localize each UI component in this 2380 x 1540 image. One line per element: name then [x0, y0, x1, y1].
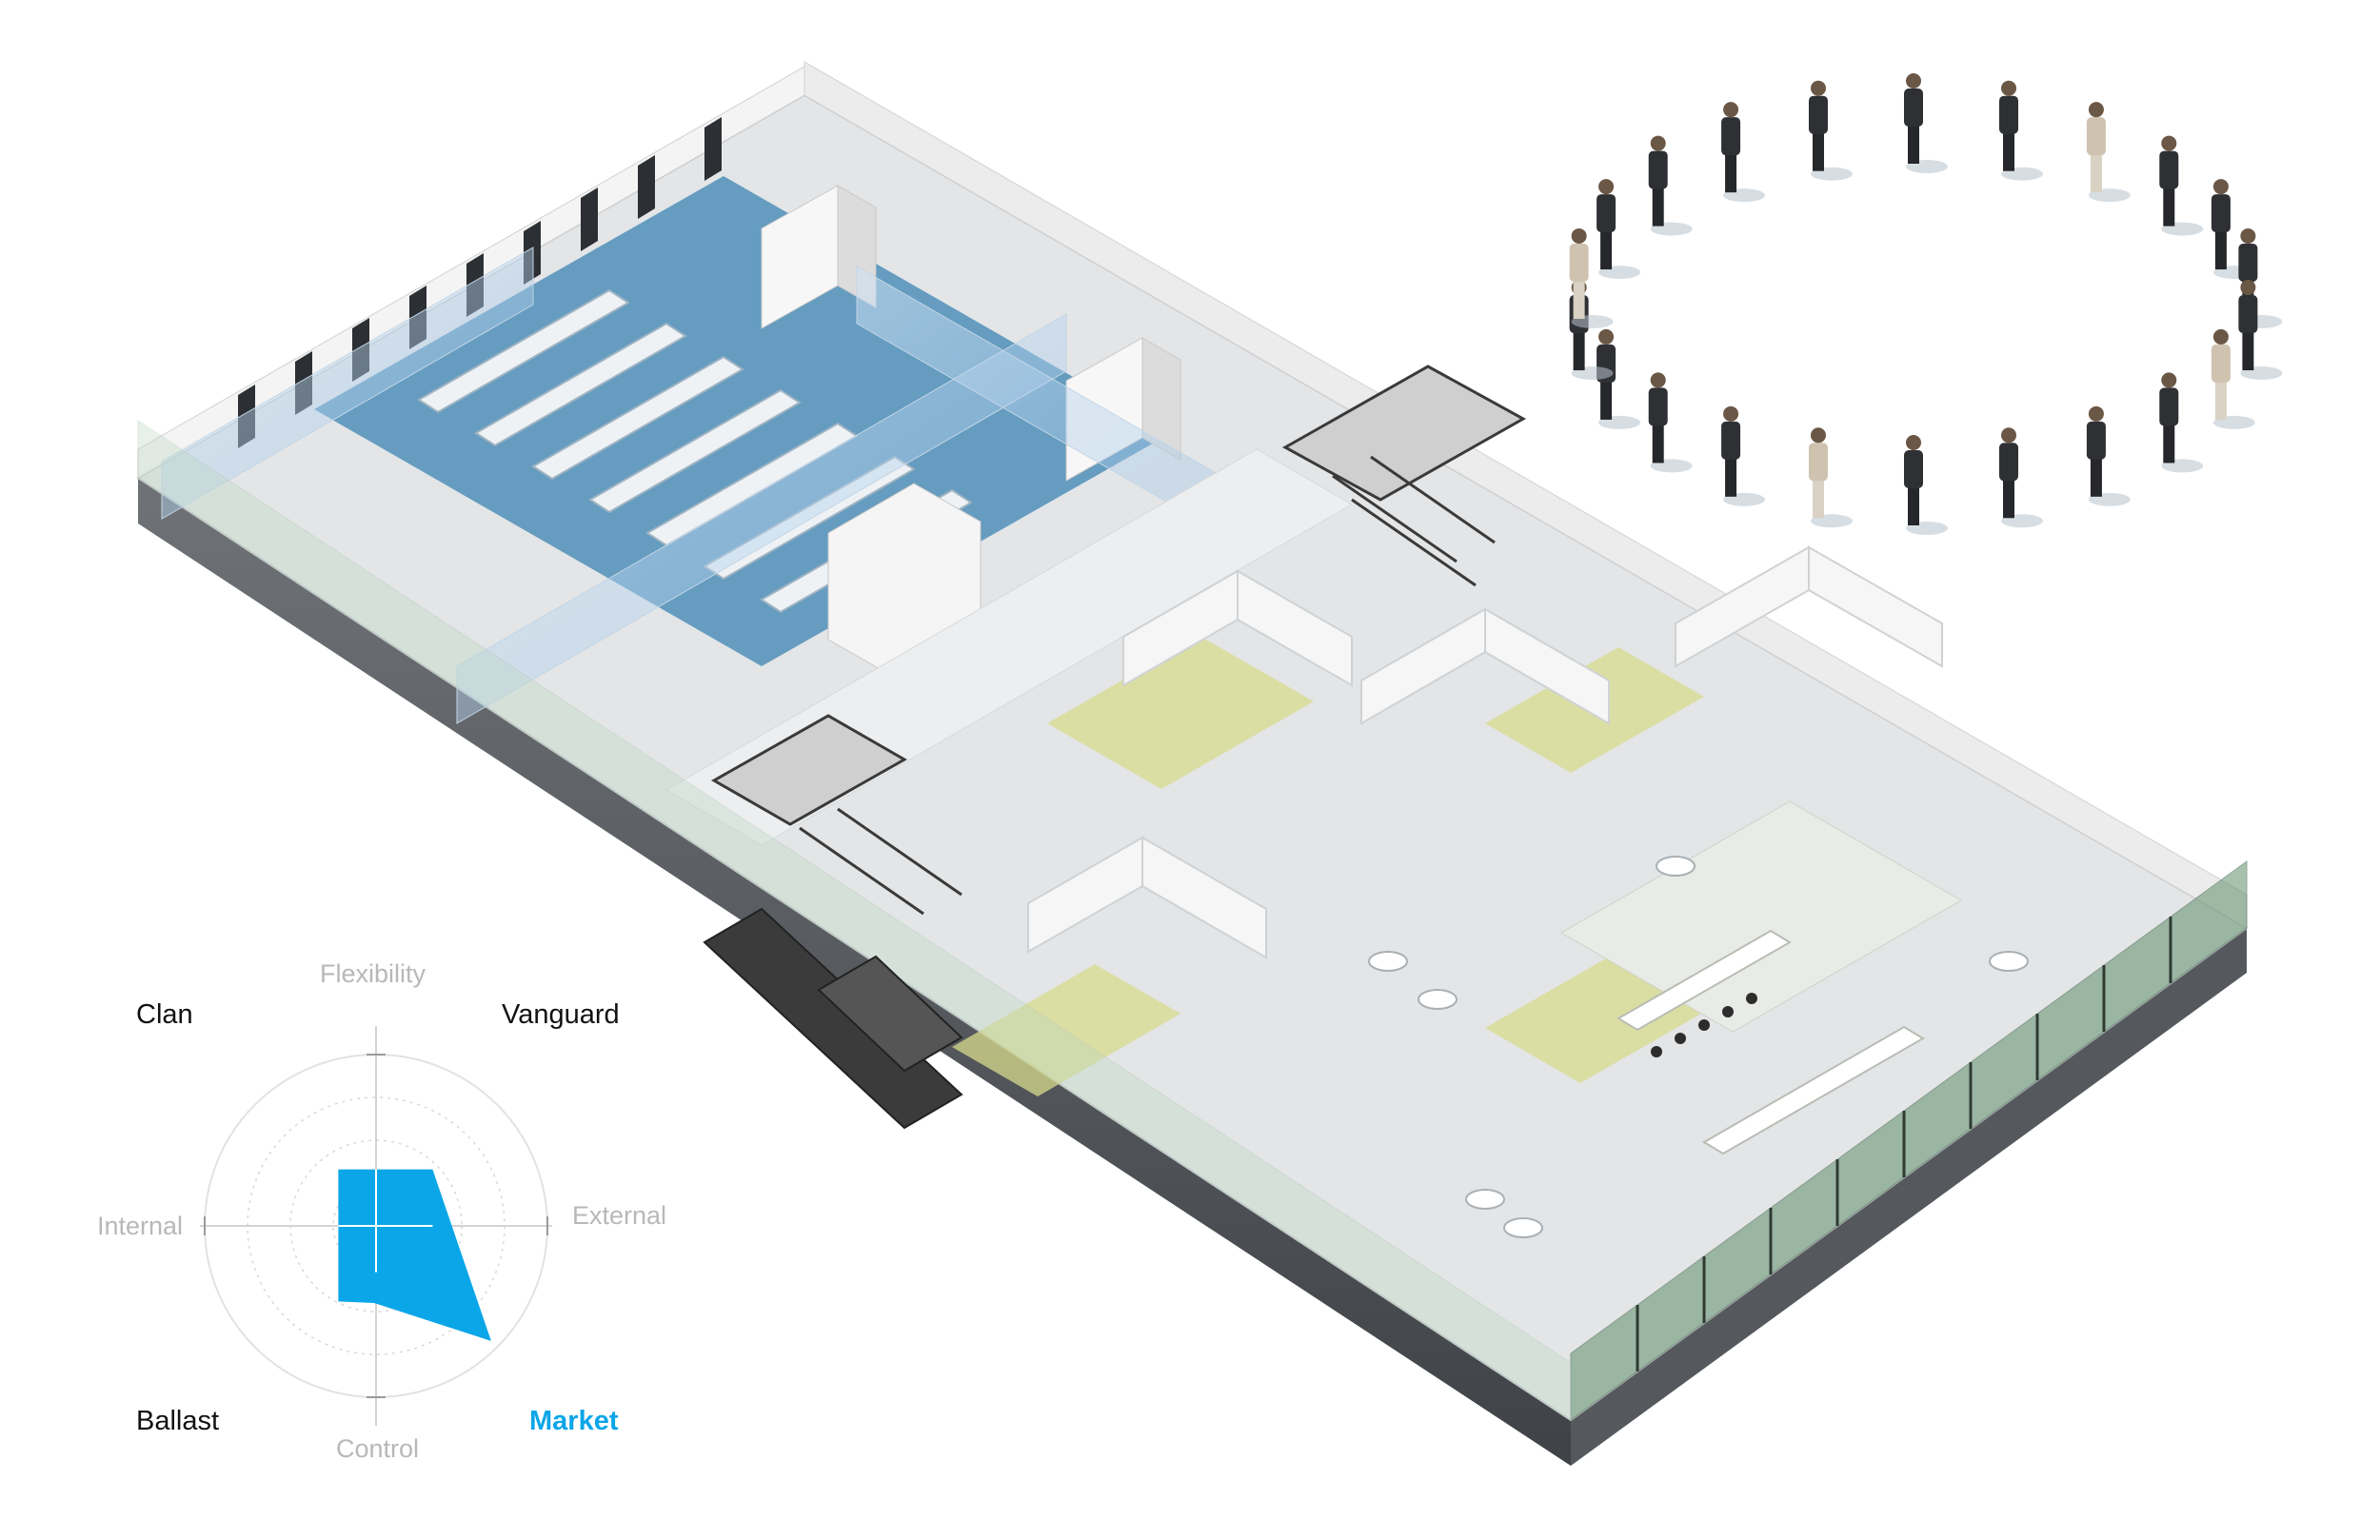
cafe-stools [1651, 993, 1757, 1057]
person-figure [2159, 135, 2204, 236]
axis-label-internal: Internal [97, 1212, 184, 1240]
glass-partition-1 [161, 247, 534, 520]
person-figure [1999, 427, 2044, 528]
person-figure [1569, 227, 1614, 328]
glass-partition-2 [456, 313, 1067, 724]
cafe-counter-2 [1702, 1025, 1925, 1155]
person-figure [2086, 405, 2131, 506]
person-figure [2238, 280, 2283, 381]
person-figure [1808, 427, 1853, 528]
person-figure [1904, 435, 1948, 535]
quadrant-label-ballast: Ballast [136, 1406, 220, 1436]
facade-mullions [1636, 917, 2172, 1372]
office-rooms [1027, 545, 1943, 959]
person-figure [1721, 405, 1766, 506]
person-figure [2086, 102, 2131, 203]
quadrant-label-market: Market [529, 1406, 619, 1436]
axis-label-flexibility: Flexibility [320, 959, 426, 988]
people-circle-illustration [1569, 73, 2283, 535]
person-figure [1597, 328, 1641, 429]
person-figure [2159, 372, 2204, 473]
quadrant-label-clan: Clan [136, 999, 193, 1030]
front-glass-facade [1570, 860, 2248, 1421]
person-figure [2211, 328, 2255, 429]
quadrant-label-vanguard: Vanguard [502, 999, 620, 1030]
person-figure [1904, 73, 1948, 173]
front-left-glass [137, 420, 1572, 1421]
cafe-counter [1616, 929, 1792, 1032]
stairs-middle [710, 714, 962, 916]
radar-ticks [204, 1054, 548, 1398]
person-figure [1808, 80, 1853, 181]
person-figure [1721, 102, 1766, 203]
building-illustration [136, 61, 2249, 1466]
person-figure [1648, 372, 1693, 473]
person-figure [1999, 80, 2044, 181]
building-slab-side-right [1571, 928, 2247, 1466]
axis-label-control: Control [336, 1434, 420, 1463]
person-figure [1597, 179, 1641, 280]
stairs-top [1281, 365, 1527, 587]
person-figure [1648, 135, 1693, 236]
round-tables [1368, 856, 2029, 1238]
axis-label-external: External [572, 1201, 667, 1230]
stairs-external [703, 907, 963, 1130]
radar-chart [200, 1026, 552, 1426]
